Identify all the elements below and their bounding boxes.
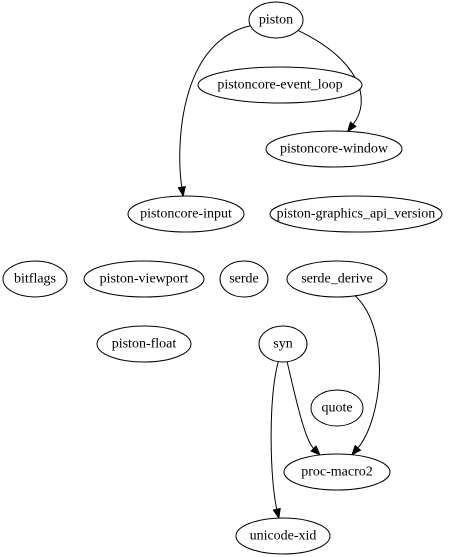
- edge-piston-to-pistoncore-input: [177, 25, 251, 198]
- edge-line: [179, 25, 251, 188]
- node-syn[interactable]: syn: [258, 325, 308, 363]
- node-label: piston: [259, 13, 293, 28]
- node-ellipse: [127, 195, 245, 233]
- edge-syn-to-proc-macro2: [286, 361, 321, 456]
- node-label: proc-macro2: [301, 465, 373, 480]
- node-label: bitflags: [14, 272, 56, 287]
- node-piston-graphics_api_version[interactable]: piston-graphics_api_version: [269, 195, 443, 233]
- edge-line: [354, 295, 380, 449]
- node-ellipse: [248, 1, 304, 39]
- arrowhead: [346, 121, 357, 133]
- node-serde_derive[interactable]: serde_derive: [286, 260, 388, 298]
- node-bitflags[interactable]: bitflags: [2, 260, 68, 298]
- node-ellipse: [83, 260, 205, 298]
- node-ellipse: [269, 195, 443, 233]
- arrowhead: [272, 507, 281, 520]
- edge-line: [286, 361, 314, 449]
- node-pistoncore-event_loop[interactable]: pistoncore-event_loop: [197, 66, 363, 104]
- node-piston-float[interactable]: piston-float: [96, 325, 192, 363]
- node-piston-viewport[interactable]: piston-viewport: [83, 260, 205, 298]
- node-ellipse: [310, 389, 364, 427]
- edge-syn-to-unicode-xid: [270, 361, 281, 520]
- node-ellipse: [265, 130, 403, 168]
- arrowhead: [310, 445, 321, 456]
- node-piston[interactable]: piston: [248, 1, 304, 39]
- node-label: pistoncore-event_loop: [217, 78, 342, 93]
- node-ellipse: [96, 325, 192, 363]
- arrowhead: [177, 185, 186, 198]
- node-label: serde_derive: [301, 272, 373, 287]
- node-ellipse: [286, 260, 388, 298]
- node-label: piston-graphics_api_version: [277, 207, 436, 222]
- node-label: syn: [273, 337, 292, 352]
- edge-line: [270, 361, 279, 510]
- node-ellipse: [2, 260, 68, 298]
- node-pistoncore-input[interactable]: pistoncore-input: [127, 195, 245, 233]
- nodes: piston pistoncore-event_loop pistoncore-wi…: [2, 1, 443, 555]
- node-pistoncore-window[interactable]: pistoncore-window: [265, 130, 403, 168]
- node-ellipse: [197, 66, 363, 104]
- node-serde[interactable]: serde: [219, 260, 269, 298]
- node-ellipse: [235, 517, 331, 555]
- node-ellipse: [258, 325, 308, 363]
- node-label: pistoncore-window: [280, 142, 389, 157]
- node-ellipse: [283, 453, 391, 491]
- node-label: piston-float: [112, 337, 177, 352]
- node-label: piston-viewport: [100, 272, 189, 287]
- node-label: unicode-xid: [250, 529, 317, 544]
- arrowhead: [351, 444, 362, 456]
- node-label: pistoncore-input: [140, 207, 232, 222]
- node-proc-macro2[interactable]: proc-macro2: [283, 453, 391, 491]
- node-label: quote: [321, 401, 352, 416]
- node-label: serde: [229, 272, 259, 287]
- node-unicode-xid[interactable]: unicode-xid: [235, 517, 331, 555]
- edges: [177, 25, 380, 520]
- edge-serde_derive-to-proc-macro2: [351, 295, 380, 456]
- node-ellipse: [219, 260, 269, 298]
- node-quote[interactable]: quote: [310, 389, 364, 427]
